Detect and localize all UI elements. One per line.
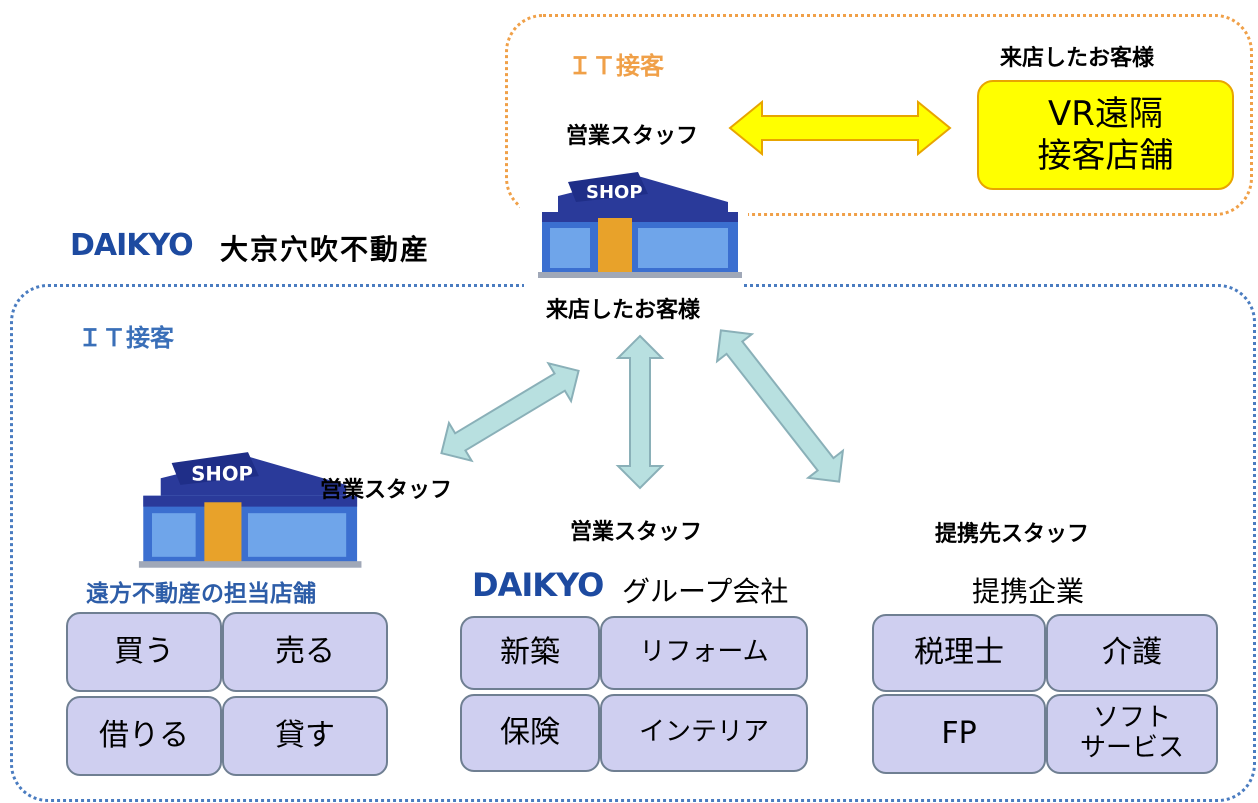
vr-line2: 接客店舗 — [1037, 136, 1174, 176]
shop-sign-left: SHOP — [191, 462, 253, 485]
tile-tax-accountant: 税理士 — [872, 614, 1046, 692]
tile-care: 介護 — [1046, 614, 1218, 692]
main-it-label: ＩＴ接客 — [78, 324, 174, 352]
tile-soft-service: ソフト サービス — [1046, 694, 1218, 774]
shop-building-icon: SHOP — [538, 172, 742, 278]
main-customer-label: 来店したお客様 — [546, 298, 701, 323]
group1-title: 遠方不動産の担当店舗 — [86, 581, 316, 607]
tile-rent: 借りる — [66, 696, 222, 776]
group2-title: グループ会社 — [622, 575, 789, 608]
tile-reform: リフォーム — [600, 616, 808, 690]
tile-buy: 買う — [66, 612, 222, 692]
top-staff-label: 営業スタッフ — [566, 124, 699, 149]
group3-title: 提携企業 — [972, 575, 1085, 608]
tile-insurance: 保険 — [460, 694, 600, 772]
vr-remote-store-box: VR遠隔 接客店舗 — [977, 80, 1234, 190]
daikyo-logo: DAIKYO — [70, 228, 194, 263]
tile-sell: 売る — [222, 612, 388, 692]
top-customer-label: 来店したお客様 — [1000, 46, 1155, 71]
group3-staff-label: 提携先スタッフ — [935, 522, 1090, 547]
tile-fp: FP — [872, 694, 1046, 774]
tile-new-build: 新築 — [460, 616, 600, 690]
shop-building-icon-left: SHOP — [138, 452, 362, 568]
group2-daikyo-logo: DAIKYO — [472, 566, 604, 604]
group1-staff-label: 営業スタッフ — [320, 478, 453, 503]
top-it-label: ＩＴ接客 — [568, 52, 664, 80]
group2-staff-label: 営業スタッフ — [570, 520, 703, 545]
two-way-arrow-yellow — [728, 100, 952, 156]
two-way-arrows-teal — [440, 329, 845, 490]
vr-line1: VR遠隔 — [1048, 93, 1163, 134]
it-service-remote-box — [505, 14, 1253, 216]
company-name: 大京穴吹不動産 — [220, 233, 431, 266]
shop-sign: SHOP — [586, 182, 643, 203]
tile-lend: 貸す — [222, 696, 388, 776]
tile-interior: インテリア — [600, 694, 808, 772]
